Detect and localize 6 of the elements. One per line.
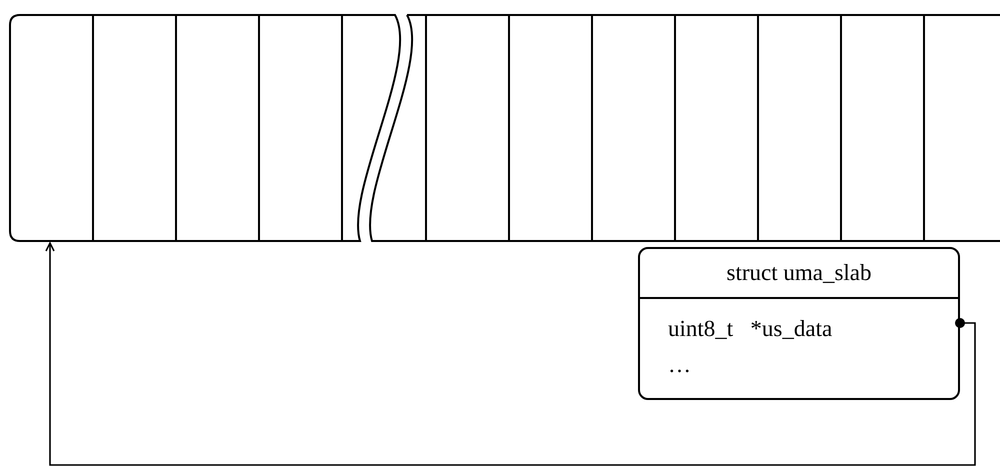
field-text: uint8_t *us_data: [668, 316, 832, 341]
pointer-arrow: [45, 242, 976, 466]
memory-slab-drawing: [8, 13, 1000, 243]
struct-name: struct uma_slab: [726, 260, 872, 286]
struct-box: [638, 247, 960, 400]
ellipsis-text: …: [668, 352, 691, 377]
